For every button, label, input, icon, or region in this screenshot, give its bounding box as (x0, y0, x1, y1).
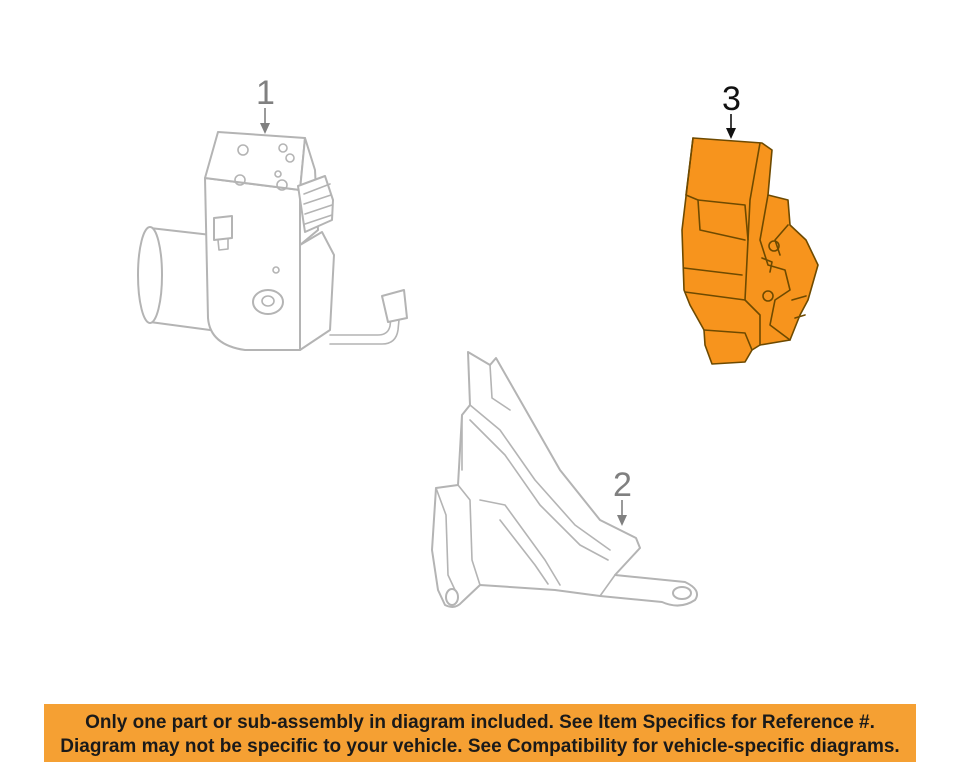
part-2-bracket (431, 351, 698, 608)
part-1-abs-modulator (137, 131, 408, 351)
callout-2-number: 2 (613, 466, 632, 504)
callout-2: 2 (613, 466, 632, 526)
disclaimer-banner: Only one part or sub-assembly in diagram… (44, 704, 916, 762)
callout-3-number: 3 (722, 80, 741, 118)
disclaimer-line-1: Only one part or sub-assembly in diagram… (85, 712, 875, 733)
parts-diagram: 1 2 3 (137, 74, 819, 608)
callout-1-number: 1 (256, 74, 275, 112)
disclaimer-line-2: Diagram may not be specific to your vehi… (60, 736, 900, 757)
part-3-control-module (681, 137, 819, 365)
callout-1: 1 (256, 74, 275, 134)
callout-3: 3 (722, 80, 741, 139)
